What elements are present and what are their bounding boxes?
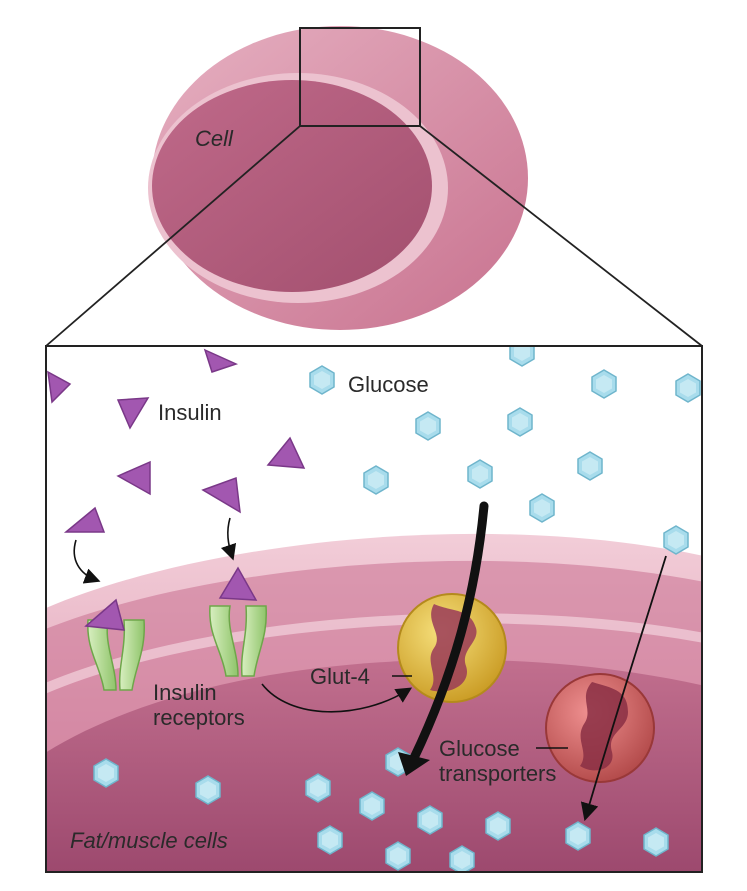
insulin-molecule	[266, 436, 306, 469]
glucose-molecule	[467, 459, 493, 489]
zoom-box	[299, 27, 421, 127]
glucose-molecule	[565, 821, 591, 851]
insulin-binding-arrow-left	[73, 539, 101, 584]
glucose-molecule	[507, 407, 533, 437]
label-glucose: Glucose	[348, 372, 429, 397]
insulin-molecule	[116, 460, 151, 496]
label-fat-muscle-cells: Fat/muscle cells	[70, 828, 228, 853]
glucose-molecule	[509, 346, 535, 367]
label-glucose-transporters-line1: Glucose	[439, 736, 520, 761]
insulin-molecule	[203, 348, 239, 373]
glucose-molecule	[93, 758, 119, 788]
glucose-molecule	[359, 791, 385, 821]
glucose-molecule	[577, 451, 603, 481]
insulin-molecules	[47, 348, 306, 533]
label-glucose-transporters: Glucose transporters	[439, 736, 556, 787]
insulin-molecule	[116, 397, 150, 430]
glucose-molecule	[663, 525, 689, 555]
signal-arrow	[261, 683, 413, 713]
glucose-molecule	[363, 465, 389, 495]
glucose-molecule	[417, 805, 443, 835]
label-cell: Cell	[195, 126, 233, 151]
label-glucose-transporters-line2: transporters	[439, 761, 557, 787]
glucose-transporter	[545, 673, 655, 783]
label-glut4: Glut-4	[310, 664, 370, 689]
glucose-molecule	[485, 811, 511, 841]
transporter-arrow	[580, 555, 667, 822]
insulin-molecule	[47, 370, 72, 404]
insulin-binding-arrow-right	[220, 517, 237, 561]
insulin-receptor-left	[84, 598, 145, 691]
glucose-molecule	[643, 827, 669, 857]
glucose-molecule	[529, 493, 555, 523]
label-insulin-receptors: Insulin receptors	[153, 680, 245, 731]
glucose-molecule	[449, 845, 475, 872]
insulin-receptor-right	[209, 566, 267, 677]
glucose-molecule	[317, 825, 343, 855]
insulin-molecule	[218, 566, 258, 601]
glucose-molecule	[305, 773, 331, 803]
glucose-molecule	[415, 411, 441, 441]
insulin-molecule	[84, 598, 126, 631]
glucose-molecule	[591, 369, 617, 399]
zoom-line-left	[45, 125, 301, 347]
glucose-molecule	[675, 373, 701, 403]
glut4-transporter	[397, 593, 507, 703]
zoom-panel	[46, 346, 702, 872]
label-insulin-receptors-line1: Insulin	[153, 680, 217, 705]
glucose-molecule	[195, 775, 221, 805]
zoom-line-right	[419, 125, 703, 347]
zoom-panel-border	[45, 345, 703, 873]
cell-cytoplasm	[152, 80, 432, 292]
insulin-molecule	[201, 476, 241, 514]
cell-illustration	[148, 26, 528, 330]
cell-interior	[46, 659, 702, 872]
label-insulin: Insulin	[158, 400, 222, 425]
glucose-uptake-arrow	[409, 501, 489, 763]
label-insulin-receptors-line2: receptors	[153, 705, 245, 731]
insulin-molecule	[63, 506, 106, 533]
glucose-molecule	[309, 365, 335, 395]
glucose-molecule	[385, 841, 411, 871]
